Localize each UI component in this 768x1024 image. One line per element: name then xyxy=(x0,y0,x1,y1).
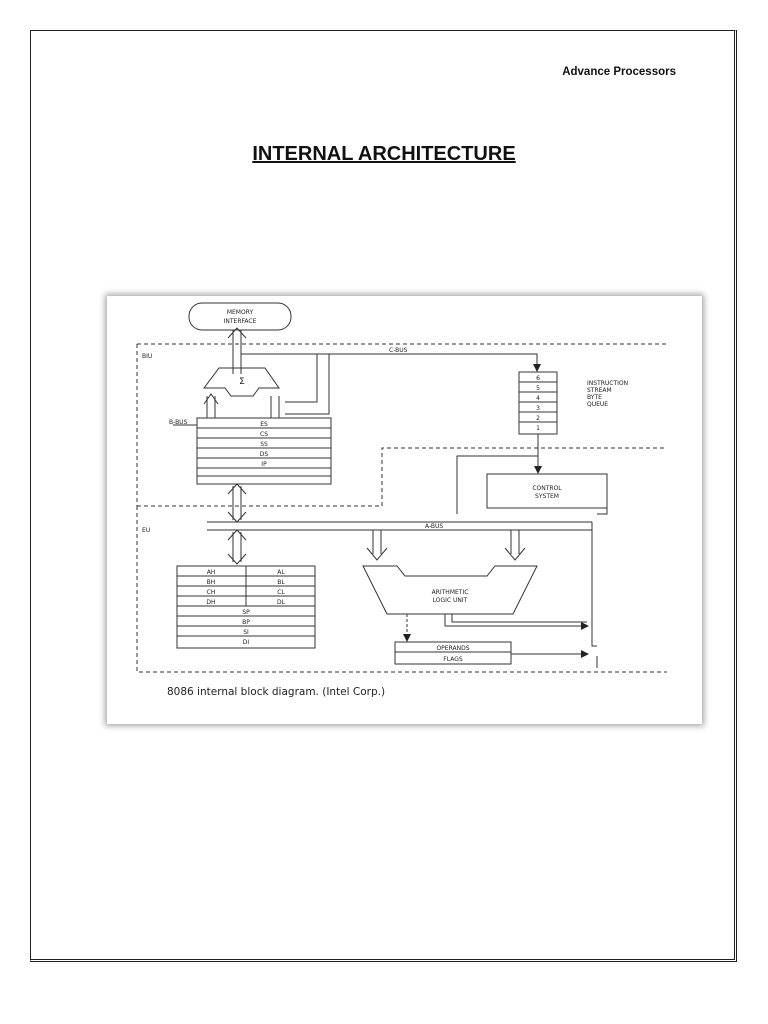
register-bp: BP xyxy=(242,619,250,626)
running-header: Advance Processors xyxy=(562,66,676,78)
queue-slot-4: 4 xyxy=(536,395,540,402)
segment-register-es: ES xyxy=(260,421,268,428)
b-bus-label: B-BUS xyxy=(169,419,188,426)
segment-register-block xyxy=(196,417,332,485)
register-bh: BH xyxy=(207,579,216,586)
register-di: DI xyxy=(243,639,250,646)
queue-label-3: BYTE xyxy=(587,394,602,401)
queue-slot-3: 3 xyxy=(536,405,540,412)
biu-label: BIU xyxy=(142,353,152,360)
queue-slot-5: 5 xyxy=(536,385,540,392)
control-system-label-1: CONTROL xyxy=(532,485,562,492)
alu xyxy=(362,565,538,615)
biu-eu-divider xyxy=(137,447,667,507)
c-bus-label: C-BUS xyxy=(389,347,408,354)
a-bus-label: A-BUS xyxy=(425,523,443,530)
memory-interface-label-2: INTERFACE xyxy=(224,318,257,325)
segment-register-ds: DS xyxy=(260,451,269,458)
eu-label: EU xyxy=(142,527,150,534)
page-title: INTERNAL ARCHITECTURE xyxy=(252,143,516,165)
address-adder xyxy=(203,367,280,397)
figure-caption: 8086 internal block diagram. (Intel Corp… xyxy=(167,686,386,698)
flags-label: FLAGS xyxy=(443,656,463,663)
register-cl: CL xyxy=(277,589,285,596)
register-ah: AH xyxy=(207,569,216,576)
block-diagram-figure: MEMORY INTERFACE BIU EU C-BUS B-BUS A-BU… xyxy=(107,296,702,724)
register-sp: SP xyxy=(242,609,250,616)
register-dh: DH xyxy=(206,599,215,606)
operands-flags-box xyxy=(394,641,512,665)
segment-register-cs: CS xyxy=(260,431,268,438)
queue-label-1: INSTRUCTION xyxy=(587,380,628,387)
memory-interface-label-1: MEMORY xyxy=(227,309,254,316)
register-bl: BL xyxy=(277,579,285,586)
adder-symbol: Σ xyxy=(239,377,245,387)
eu-boundary xyxy=(136,506,667,673)
alu-label-1: ARITHMETIC xyxy=(432,589,469,596)
page-border xyxy=(30,30,737,962)
segment-register-ss: SS xyxy=(260,441,268,448)
c-bus-line xyxy=(240,353,318,403)
memory-interface-box xyxy=(188,302,292,331)
segment-register-ip: IP xyxy=(261,461,267,468)
queue-slot-2: 2 xyxy=(536,415,540,422)
block-diagram: MEMORY INTERFACE BIU EU C-BUS B-BUS A-BU… xyxy=(136,302,667,673)
queue-label-2: STREAM xyxy=(587,387,612,394)
register-al: AL xyxy=(277,569,285,576)
register-dl: DL xyxy=(277,599,286,606)
queue-label-4: QUEUE xyxy=(587,401,608,408)
register-ch: CH xyxy=(207,589,216,596)
register-si: SI xyxy=(243,629,249,636)
queue-slot-1: 1 xyxy=(536,425,540,432)
alu-label-2: LOGIC UNIT xyxy=(433,597,468,604)
queue-slot-6: 6 xyxy=(536,375,540,382)
control-system-label-2: SYSTEM xyxy=(535,493,559,500)
operands-label: OPERANDS xyxy=(436,645,469,652)
